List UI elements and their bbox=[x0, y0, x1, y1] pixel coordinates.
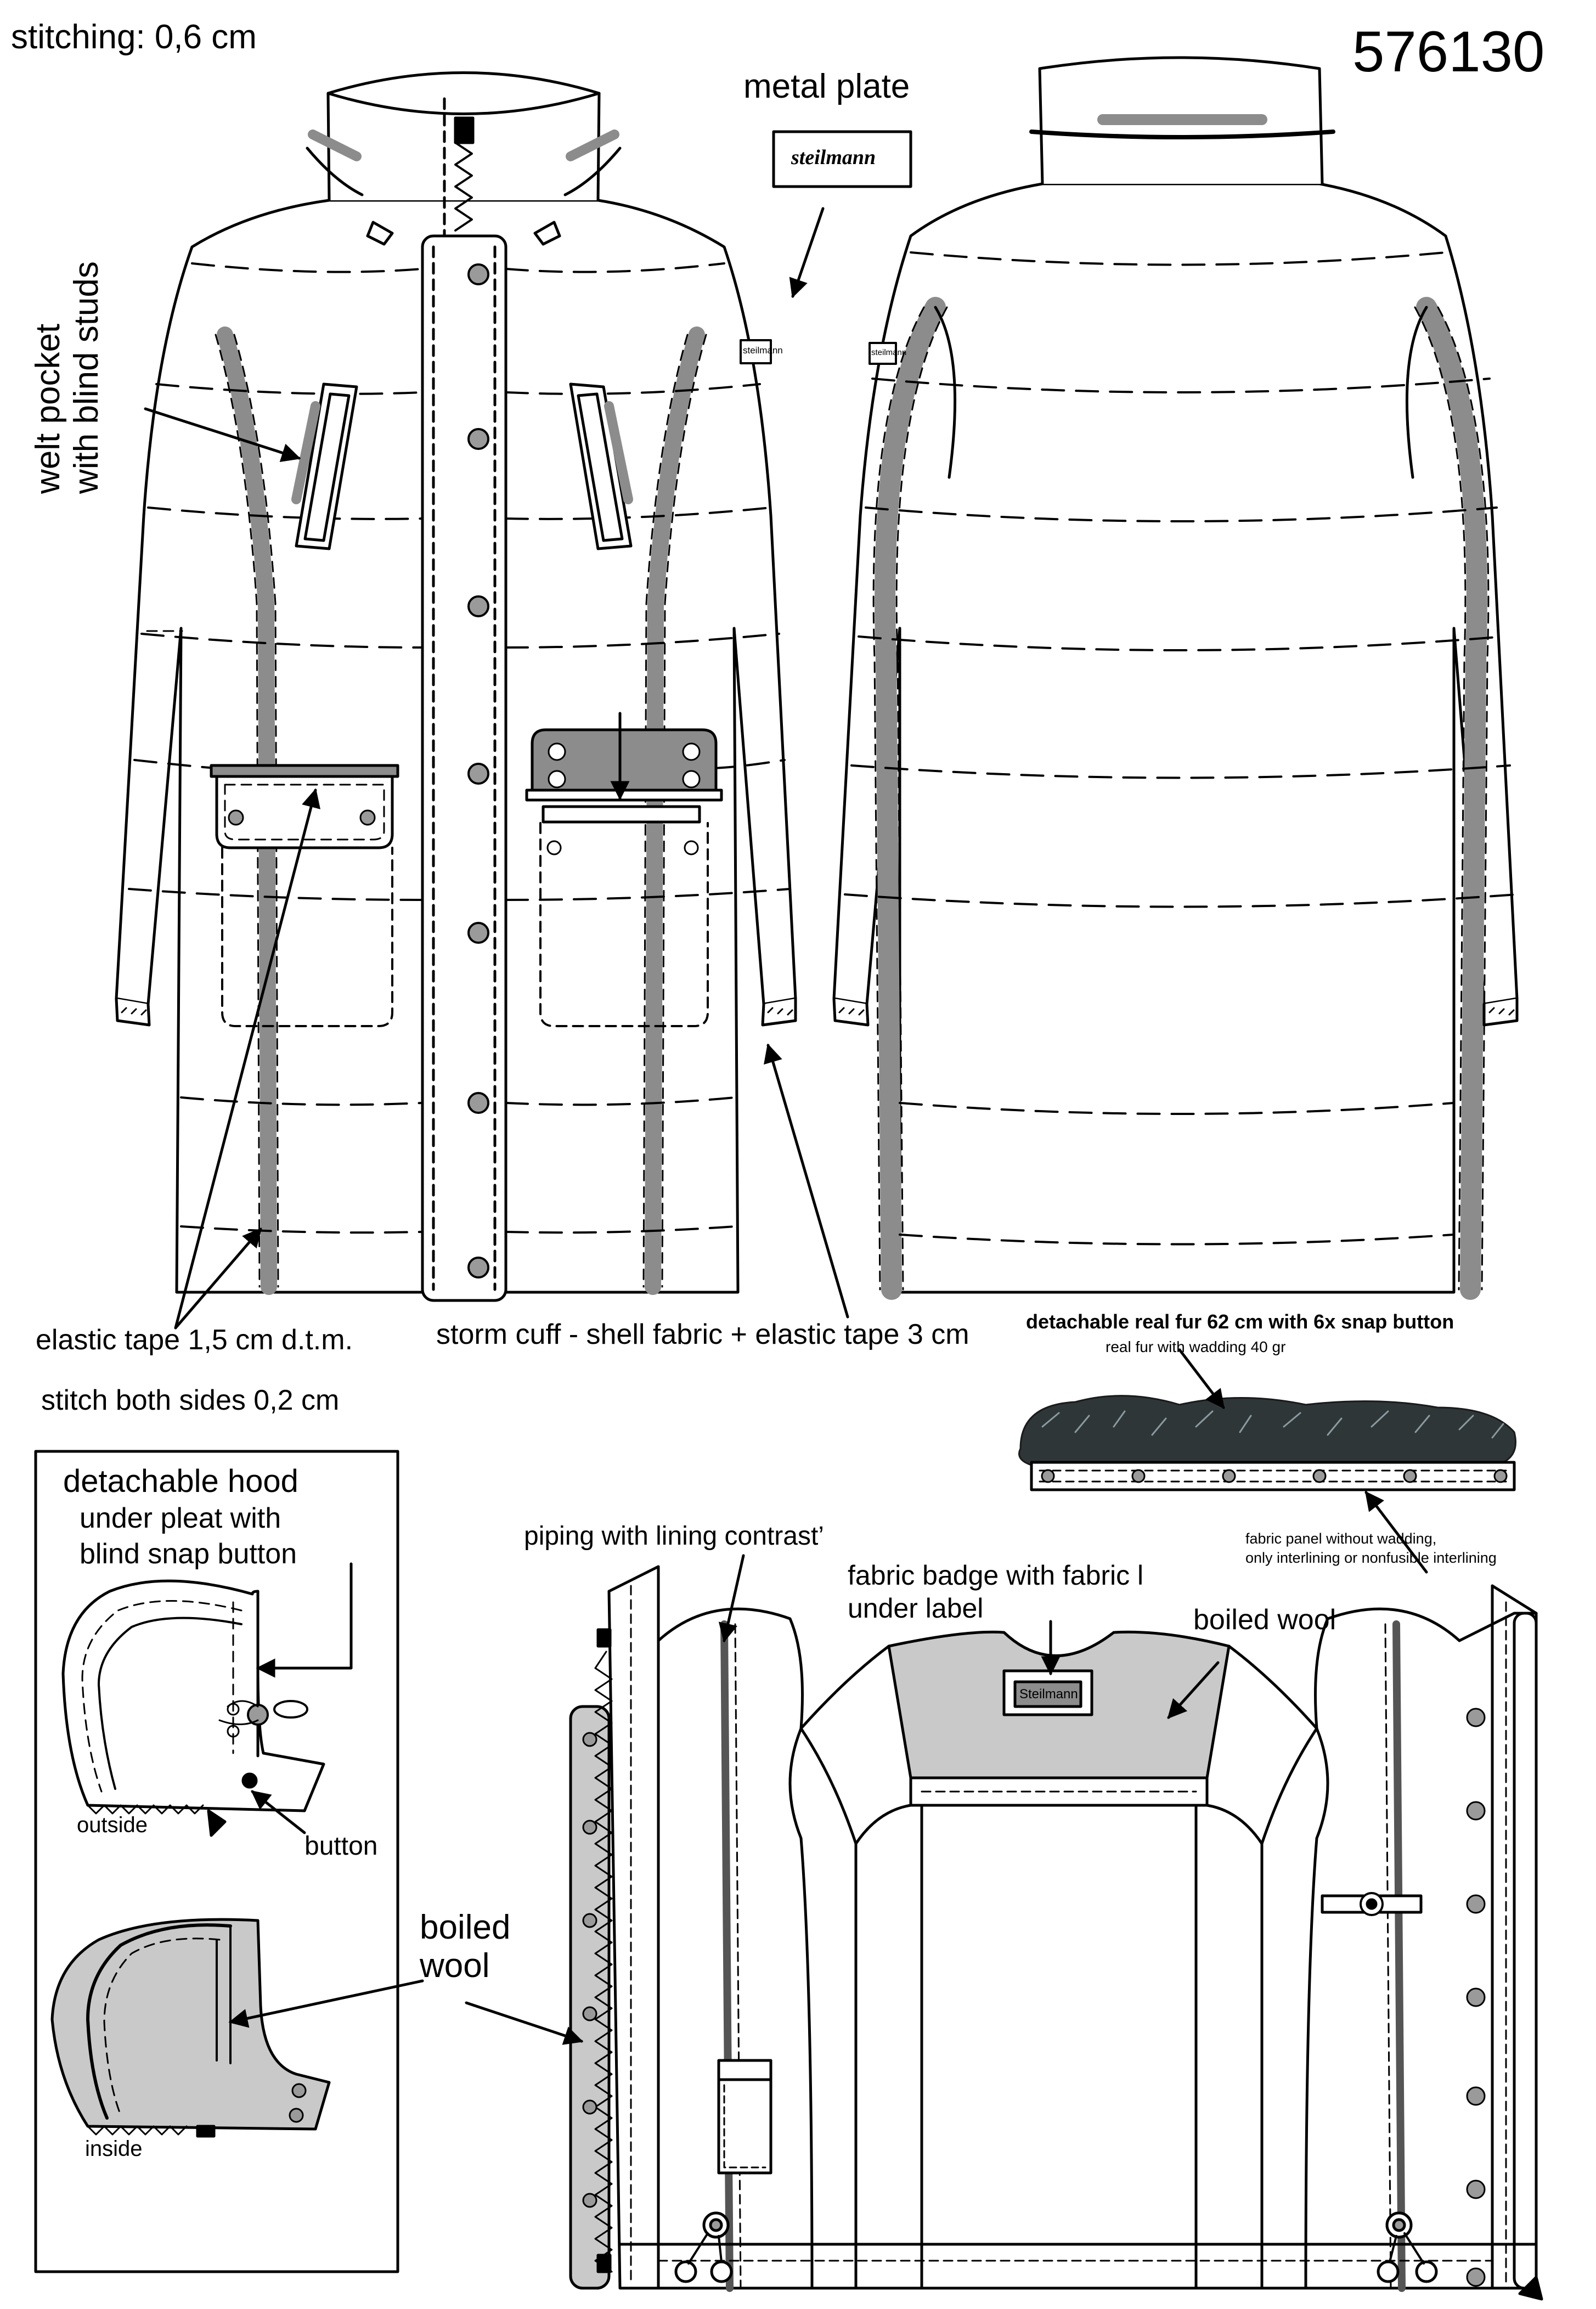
back-view-coat bbox=[832, 56, 1519, 1300]
fur-subtitle: real fur with wadding 40 gr bbox=[1106, 1338, 1286, 1355]
boiled-wool-label-line2: wool bbox=[420, 1947, 490, 1985]
fabric-panel-line1: fabric panel without wadding, bbox=[1245, 1530, 1437, 1547]
fur-title: detachable real fur 62 cm with 6x snap b… bbox=[1026, 1310, 1454, 1333]
fabric-panel-line2: only interlining or nonfusible interlini… bbox=[1245, 1550, 1497, 1566]
boiled-wool-lining-label: boiled wool bbox=[1193, 1604, 1336, 1636]
stitch-both-sides-label: stitch both sides 0,2 cm bbox=[41, 1384, 340, 1416]
detachable-hood-box bbox=[34, 1450, 399, 2273]
hood-pleat-line1: under pleat with bbox=[80, 1502, 281, 1534]
metal-plate-text: steilmann bbox=[791, 146, 876, 169]
metal-plate-label: metal plate bbox=[743, 67, 910, 105]
hood-button-label: button bbox=[304, 1832, 378, 1861]
storm-cuff-label: storm cuff - shell fabric + elastic tape… bbox=[436, 1319, 969, 1350]
badge-label-line1: fabric badge with fabric l bbox=[848, 1560, 1144, 1591]
hood-inside-label: inside bbox=[85, 2137, 143, 2161]
style-number: 576130 bbox=[1352, 20, 1545, 84]
hood-title: detachable hood bbox=[63, 1463, 298, 1499]
elastic-tape-label: elastic tape 1,5 cm d.t.m. bbox=[36, 1324, 353, 1356]
leader-arrows bbox=[144, 407, 1220, 2045]
metal-plate-detail bbox=[772, 130, 912, 299]
badge-label-line2: under label bbox=[848, 1593, 984, 1624]
hood-outside-label: outside bbox=[77, 1813, 148, 1837]
front-view-coat bbox=[115, 71, 797, 1302]
fur-collar-detail bbox=[1018, 1348, 1516, 1574]
back-sleeve-tag-text: steilmann bbox=[871, 348, 907, 357]
piping-label: piping with lining contrast’ bbox=[524, 1522, 824, 1551]
welt-pocket-label-line2: with blind studs bbox=[67, 261, 105, 494]
badge-brand-text: Steilmann bbox=[1019, 1687, 1078, 1702]
stitching-label: stitching: 0,6 cm bbox=[11, 18, 257, 56]
welt-pocket-label-line1: welt pocket bbox=[29, 323, 67, 494]
boiled-wool-label-line1: boiled bbox=[420, 1908, 511, 1946]
hood-pleat-line2: blind snap button bbox=[80, 1538, 297, 1570]
lining-inside-view bbox=[569, 1565, 1543, 2301]
front-sleeve-tag-text: steilmann bbox=[743, 345, 783, 356]
